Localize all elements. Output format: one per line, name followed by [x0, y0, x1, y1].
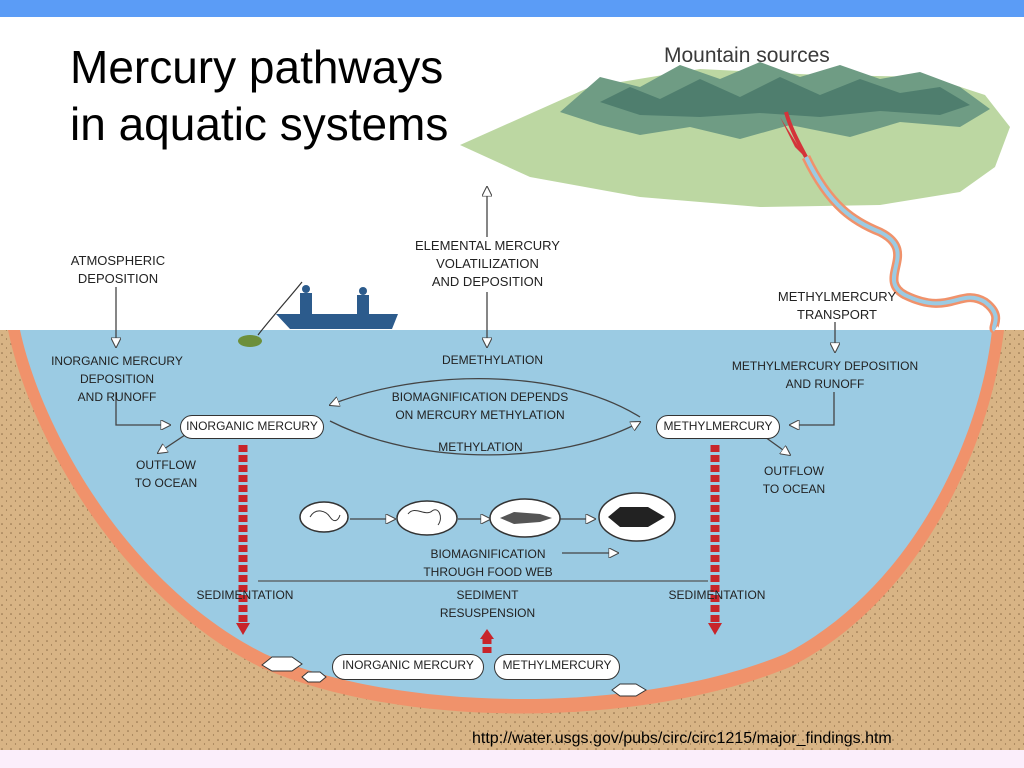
inorganic-mercury-bottom-box: INORGANIC MERCURY: [332, 654, 484, 680]
biomagnification-depends-label: BIOMAGNIFICATION DEPENDS ON MERCURY METH…: [391, 390, 569, 422]
food-web-invertebrates: [396, 500, 458, 536]
title-line-1: Mercury pathways: [70, 41, 444, 93]
slide: Mercury pathways in aquatic systems Moun…: [0, 17, 1024, 750]
mountain-sources-label: Mountain sources: [664, 44, 830, 67]
demethylation-label: DEMETHYLATION: [441, 353, 544, 367]
sediment-resuspension-label: SEDIMENT RESUSPENSION: [439, 588, 536, 620]
sedimentation-arrow-right: [708, 445, 722, 635]
food-web-plankton: [299, 501, 349, 533]
bottom-bar: [0, 750, 1024, 768]
inorganic-deposition-label: INORGANIC MERCURY DEPOSITION AND RUNOFF: [51, 354, 183, 404]
slide-title: Mercury pathways in aquatic systems: [70, 39, 448, 153]
food-web-large-fish: [598, 492, 676, 542]
elemental-mercury-label: ELEMENTAL MERCURY VOLATILIZATION AND DEP…: [415, 238, 560, 289]
source-url: http://water.usgs.gov/pubs/circ/circ1215…: [472, 730, 892, 747]
sedimentation-left-label: SEDIMENTATION: [196, 588, 294, 602]
food-web-small-fish: [489, 498, 561, 538]
methylmercury-bottom-box: METHYLMERCURY: [494, 654, 620, 680]
sedimentation-arrow-left: [236, 445, 250, 635]
arrows: [116, 187, 835, 582]
top-bar: [0, 0, 1024, 17]
outflow-right-label: OUTFLOW TO OCEAN: [762, 464, 826, 496]
methylation-label: METHYLATION: [438, 440, 523, 454]
outflow-left-label: OUTFLOW TO OCEAN: [134, 458, 198, 490]
fish-bottom-1: [261, 656, 303, 672]
inorganic-mercury-box: INORGANIC MERCURY: [180, 415, 324, 439]
fish-bottom-2: [301, 671, 327, 683]
title-line-2: in aquatic systems: [70, 98, 449, 150]
biomagnification-food-web-label: BIOMAGNIFICATION THROUGH FOOD WEB: [423, 547, 553, 579]
methylmercury-box: METHYLMERCURY: [656, 415, 780, 439]
methylmercury-deposition-label: METHYLMERCURY DEPOSITION AND RUNOFF: [731, 359, 919, 391]
mountain-sources-illustration: [460, 62, 1010, 207]
fish-bottom-3: [611, 683, 647, 697]
methylmercury-transport-label: METHYLMERCURY TRANSPORT: [777, 289, 897, 322]
resuspension-arrow: [480, 629, 494, 653]
atmospheric-deposition-label: ATMOSPHERIC DEPOSITION: [70, 253, 166, 286]
fishing-boat: [238, 281, 398, 347]
sedimentation-right-label: SEDIMENTATION: [668, 588, 766, 602]
red-stream: [784, 111, 808, 158]
